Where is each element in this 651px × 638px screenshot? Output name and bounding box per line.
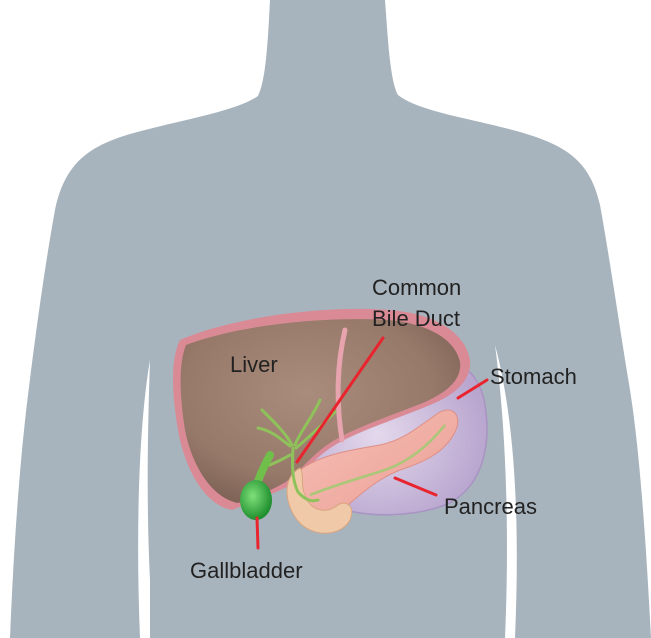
liver-label: Liver xyxy=(230,352,278,377)
common-bile-duct-label-line2: Bile Duct xyxy=(372,306,460,331)
stomach-label: Stomach xyxy=(490,364,577,389)
gallbladder-leader xyxy=(257,518,258,548)
pancreas-label: Pancreas xyxy=(444,494,537,519)
gallbladder-label: Gallbladder xyxy=(190,558,303,583)
gallbladder-organ xyxy=(240,480,272,520)
common-bile-duct-label-line1: Common xyxy=(372,275,461,300)
